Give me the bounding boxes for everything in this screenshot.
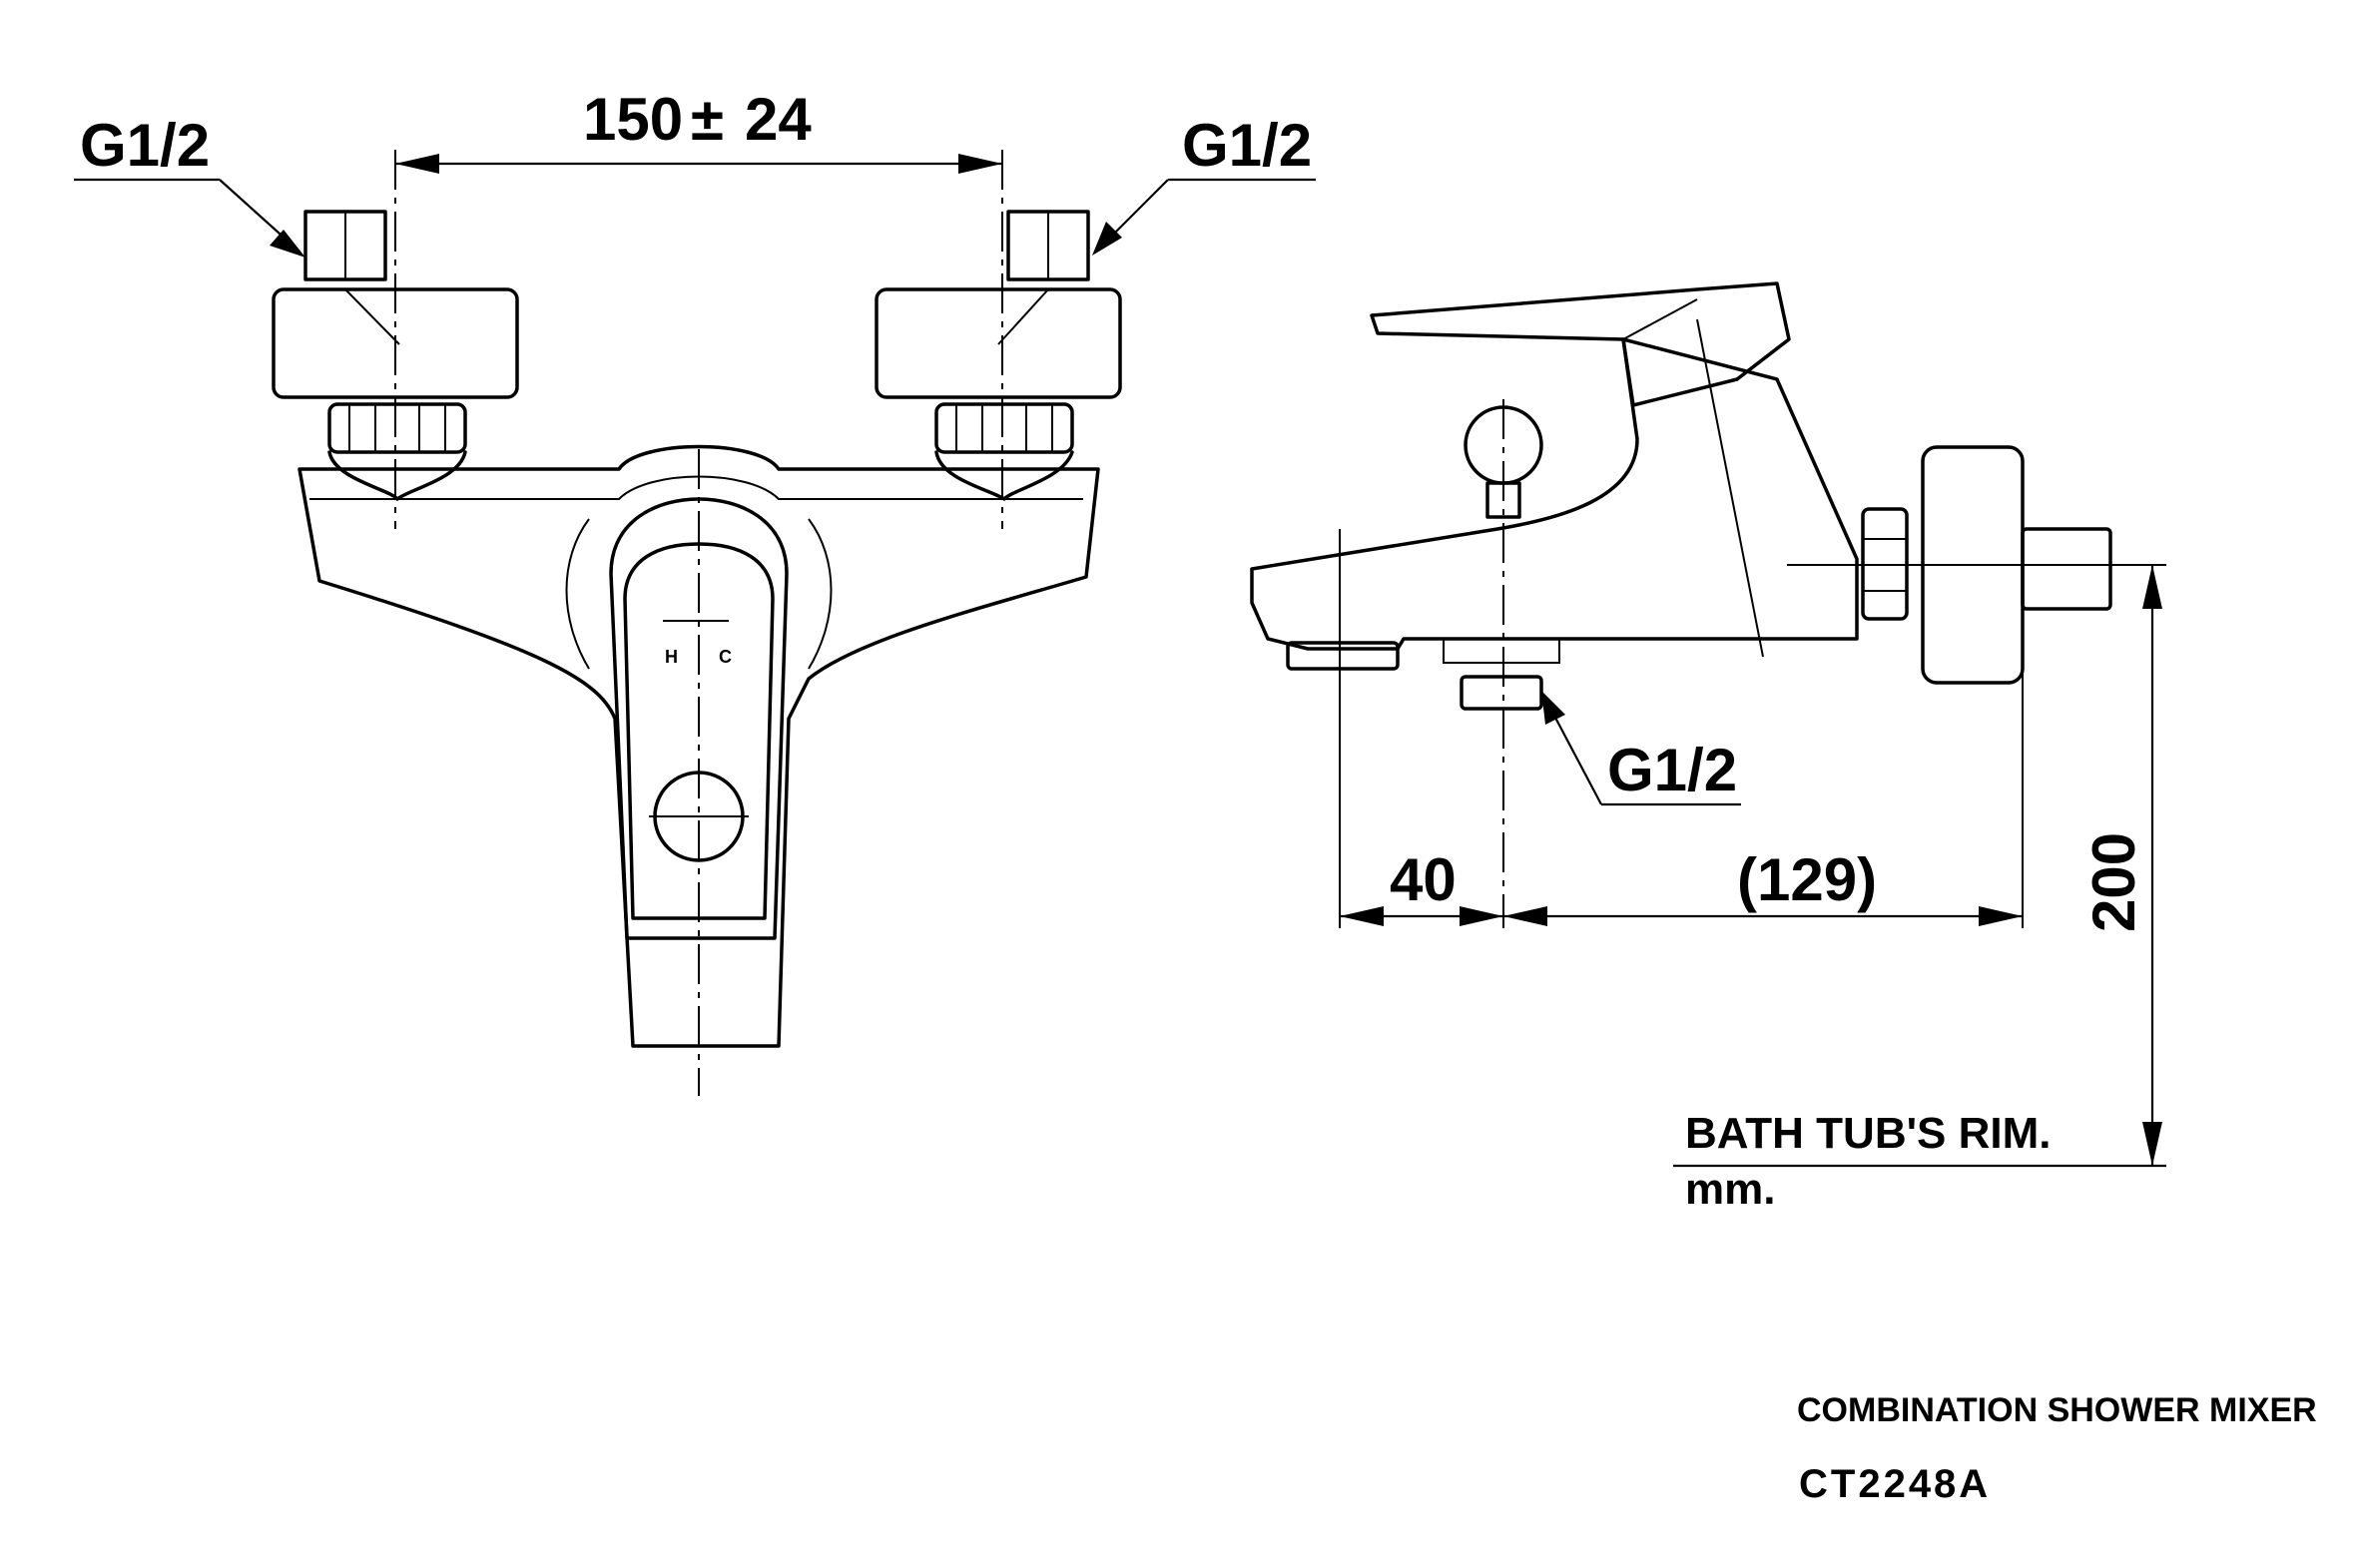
bath-tub-rim-reference: BATH TUB'S RIM. mm. (1673, 1109, 2166, 1214)
front-view: H C 150 ± 24 G1/2 G1/2 (74, 86, 1316, 1096)
side-lever (1370, 281, 1791, 407)
left-connection-callout: G1/2 (74, 112, 305, 258)
dim-height: 200 (2080, 565, 2162, 1166)
dim-height-value: 200 (2080, 832, 2147, 932)
dim-spacing: 150 ± 24 (395, 86, 1002, 174)
left-connection-label: G1/2 (80, 112, 210, 179)
unit-label: mm. (1685, 1165, 1775, 1214)
dim-outlet-offset-value: 40 (1390, 846, 1457, 913)
cold-mark: C (719, 647, 732, 667)
model-number: CT2248A (1799, 1462, 1991, 1506)
dim-depth-value: (129) (1737, 846, 1877, 913)
mixer-body (297, 444, 1100, 1048)
outlet-connection-label: G1/2 (1607, 737, 1737, 803)
outlet-connection-callout: G1/2 (1541, 691, 1741, 806)
product-name: COMBINATION SHOWER MIXER (1797, 1391, 2317, 1429)
dim-tolerance-value: 24 (745, 86, 812, 153)
right-connector (875, 210, 1122, 501)
dim-depth: 40 (129) (1340, 846, 2023, 926)
bath-tub-rim-label: BATH TUB'S RIM. (1685, 1109, 2052, 1158)
right-connection-callout: G1/2 (1092, 112, 1316, 256)
dim-spacing-value: 150 (583, 86, 683, 153)
side-view: G1/2 40 (129) 200 BATH TUB'S RIM. mm. (1250, 281, 2166, 1214)
side-body (1250, 337, 1859, 651)
hot-mark: H (665, 647, 678, 667)
title-block: COMBINATION SHOWER MIXER CT2248A (1797, 1391, 2317, 1506)
dim-tolerance-sign: ± (691, 86, 724, 153)
right-connection-label: G1/2 (1182, 112, 1312, 179)
